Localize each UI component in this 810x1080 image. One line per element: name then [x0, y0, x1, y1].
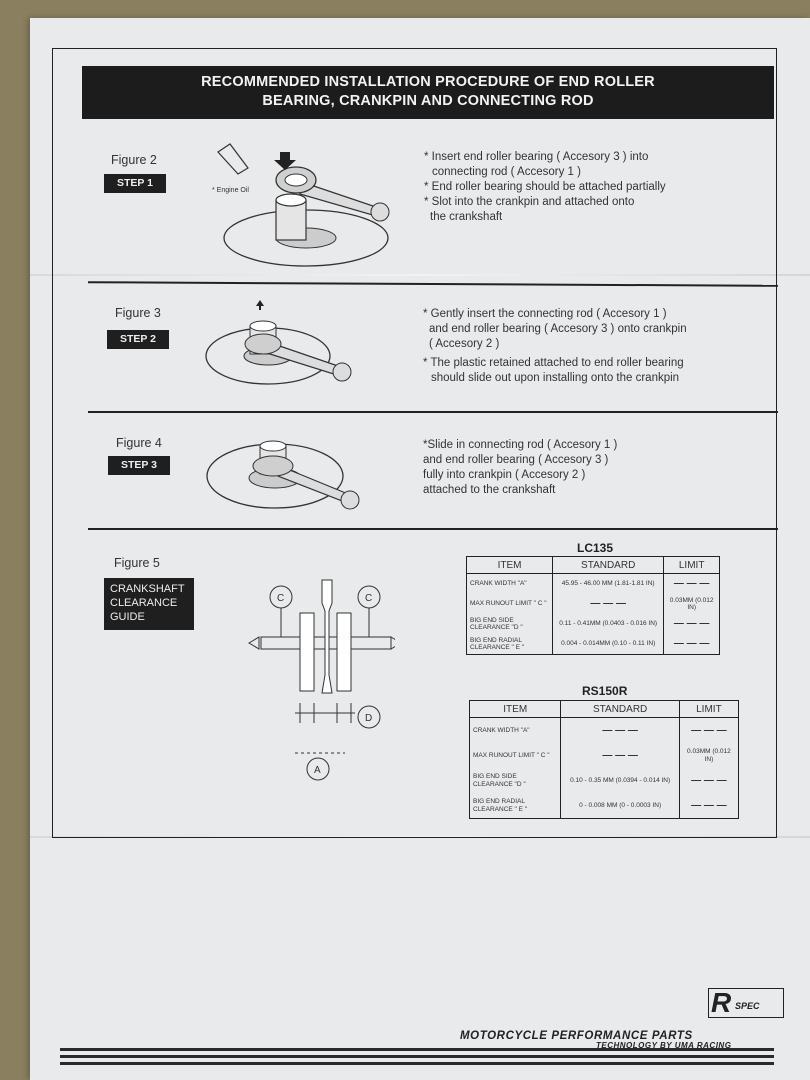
instruction-text: and end roller bearing ( Accesory 3 ) — [423, 454, 609, 466]
table-cell: — — — — [552, 594, 665, 614]
engine-oil-label: * Engine Oil — [212, 187, 249, 194]
figure-5-label: Figure 5 — [114, 556, 160, 570]
table-cell: MAX RUNOUT LIMIT " C " — [465, 594, 554, 614]
table-cell: — — — — [663, 634, 720, 655]
instruction-text: attached to the crankshaft — [423, 484, 556, 496]
guide-line: GUIDE — [110, 611, 145, 623]
instruction-text: * Insert end roller bearing ( Accesory 3… — [424, 151, 649, 163]
brand-tagline: MOTORCYCLE PERFORMANCE PARTS — [460, 1030, 693, 1042]
logo-spec: SPEC — [735, 1001, 760, 1011]
logo-r: R — [711, 987, 732, 1018]
instruction-sheet — [30, 18, 810, 1080]
step-2-diagram — [205, 300, 352, 385]
table-header: STANDARD — [560, 700, 680, 718]
page-title: RECOMMENDED INSTALLATION PROCEDURE OF EN… — [82, 66, 774, 119]
instruction-text: ( Accesory 2 ) — [429, 338, 500, 350]
table-cell: BIG END SIDE CLEARANCE "D " — [468, 768, 562, 793]
crankshaft-guide-badge: CRANKSHAFT CLEARANCE GUIDE — [104, 578, 194, 630]
label-c-left: C — [277, 593, 284, 604]
table-cell: — — — — [663, 614, 720, 634]
instruction-text: fully into crankpin ( Accesory 2 ) — [423, 469, 586, 481]
label-d: D — [365, 713, 372, 724]
table-row: BIG END RADIAL CLEARANCE " E "0.004 - 0.… — [465, 634, 720, 655]
footer-stripe — [60, 1048, 774, 1051]
table-cell: BIG END RADIAL CLEARANCE " E " — [468, 793, 562, 819]
table-cell: — — — — [678, 717, 740, 743]
table-cell: — — — — [560, 717, 680, 743]
title-line-1: RECOMMENDED INSTALLATION PROCEDURE OF EN… — [201, 74, 655, 90]
table-row: CRANK WIDTH "A"45.95 - 46.00 MM (1.81-1.… — [465, 573, 720, 594]
table-header: LIMIT — [663, 556, 720, 574]
instruction-text: * The plastic retained attached to end r… — [423, 357, 684, 369]
table-cell: CRANK WIDTH "A" — [465, 573, 554, 594]
lc135-title: LC135 — [577, 541, 614, 555]
footer-stripe — [60, 1055, 774, 1058]
table-cell: 0.03MM (0.012 IN) — [663, 594, 720, 614]
rs150r-title: RS150R — [582, 684, 628, 698]
table-cell: 0.004 - 0.014MM (0.10 - 0.11 IN) — [552, 634, 665, 655]
step-3-diagram — [206, 440, 360, 510]
guide-line: CRANKSHAFT — [110, 583, 185, 595]
table-header: ITEM — [465, 556, 554, 574]
table-header: LIMIT — [678, 700, 740, 718]
instruction-text: should slide out upon installing onto th… — [431, 372, 680, 384]
guide-line: CLEARANCE — [110, 597, 178, 609]
table-row: BIG END SIDE CLEARANCE "D "0.11 - 0.41MM… — [465, 614, 720, 634]
instruction-text: the crankshaft — [430, 211, 503, 223]
content-frame — [52, 48, 777, 838]
table-cell: CRANK WIDTH "A" — [468, 717, 562, 743]
rspec-logo: R SPEC — [708, 987, 784, 1018]
instruction-text: * Slot into the crankpin and attached on… — [424, 196, 635, 208]
figure-3-label: Figure 3 — [115, 306, 161, 320]
table-cell: 0.10 - 0.35 MM (0.0394 - 0.014 IN) — [560, 768, 680, 793]
title-line-2: BEARING, CRANKPIN AND CONNECTING ROD — [262, 93, 594, 109]
divider — [88, 411, 778, 413]
step-1-diagram: * Engine Oil — [212, 143, 390, 267]
footer-stripe — [60, 1062, 774, 1065]
label-c-right: C — [365, 593, 372, 604]
instruction-text: connecting rod ( Accesory 1 ) — [432, 166, 581, 178]
step-2-instructions: * Gently insert the connecting rod ( Acc… — [423, 307, 723, 386]
step-3-instructions: *Slide in connecting rod ( Accesory 1 ) … — [423, 438, 723, 498]
step-3-badge: STEP 3 — [108, 456, 170, 475]
table-cell: 0 - 0.008 MM (0 - 0.0003 IN) — [560, 793, 680, 819]
brand-subline: TECHNOLOGY BY UMA RACING — [596, 1041, 732, 1050]
table-row: MAX RUNOUT LIMIT " C "— — —0.03MM (0.012… — [465, 594, 720, 614]
step-1-badge: STEP 1 — [104, 174, 166, 193]
table-cell: — — — — [678, 793, 740, 819]
instruction-text: * Gently insert the connecting rod ( Acc… — [423, 308, 667, 320]
table-cell: 45.95 - 46.00 MM (1.81-1.81 IN) — [552, 573, 665, 594]
table-cell: — — — — [560, 743, 680, 768]
instruction-text: and end roller bearing ( Accesory 3 ) on… — [429, 323, 687, 335]
table-row: MAX RUNOUT LIMIT " C "— — —0.03MM (0.012… — [468, 743, 740, 768]
figure-4-label: Figure 4 — [116, 436, 162, 450]
step-2-badge: STEP 2 — [107, 330, 169, 349]
divider — [88, 528, 778, 530]
table-cell: BIG END SIDE CLEARANCE "D " — [465, 614, 554, 634]
table-header: ITEM — [468, 700, 562, 718]
table-row: CRANK WIDTH "A"— — —— — — — [468, 717, 740, 743]
table-cell: — — — — [663, 573, 720, 594]
crankshaft-diagram: C C D A E — [248, 579, 395, 781]
step-1-instructions: * Insert end roller bearing ( Accesory 3… — [424, 150, 724, 225]
table-cell: — — — — [678, 768, 740, 793]
table-row: BIG END RADIAL CLEARANCE " E "0 - 0.008 … — [468, 793, 740, 819]
table-cell: MAX RUNOUT LIMIT " C " — [468, 743, 562, 768]
table-row: BIG END SIDE CLEARANCE "D "0.10 - 0.35 M… — [468, 768, 740, 793]
table-cell: 0.11 - 0.41MM (0.0403 - 0.016 IN) — [552, 614, 665, 634]
instruction-text: *Slide in connecting rod ( Accesory 1 ) — [423, 439, 618, 451]
instruction-text: * End roller bearing should be attached … — [424, 181, 666, 193]
table-header: STANDARD — [552, 556, 665, 574]
label-a: A — [314, 765, 321, 776]
table-cell: BIG END RADIAL CLEARANCE " E " — [465, 634, 554, 655]
table-cell: 0.03MM (0.012 IN) — [678, 743, 740, 768]
figure-2-label: Figure 2 — [111, 153, 157, 167]
